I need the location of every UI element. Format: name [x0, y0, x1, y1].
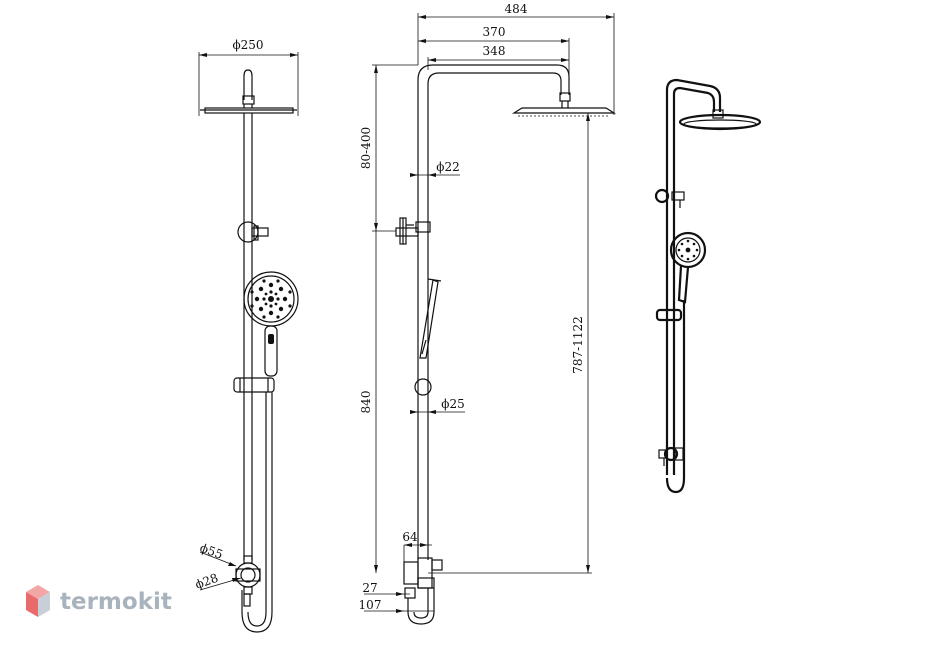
dim-arm-348: 348 [483, 44, 506, 58]
perspective-view [654, 78, 762, 494]
front-view: ϕ250 [193, 38, 299, 633]
termokit-logo: termokit [26, 585, 172, 617]
dim-mixer-diameter-28: ϕ28 [193, 571, 220, 592]
dim-27: 27 [362, 581, 377, 595]
dim-height-840: 840 [359, 391, 373, 414]
dim-mixer-diameter-55: ϕ55 [198, 541, 225, 562]
dim-head-diameter: ϕ250 [232, 38, 263, 52]
dim-107: 107 [359, 598, 382, 612]
dim-pipe-diameter-25: ϕ25 [441, 397, 464, 411]
dim-height-80-400: 80-400 [359, 127, 373, 169]
watermark-text: termokit [60, 589, 172, 615]
side-view: 484 370 348 80-400 ϕ22 [359, 2, 617, 625]
dim-height-787-1122: 787-1122 [571, 316, 585, 374]
dim-arm-370: 370 [483, 25, 506, 39]
dim-width-total: 484 [505, 2, 528, 16]
dim-64: 64 [402, 530, 418, 544]
dim-pipe-diameter-22: ϕ22 [436, 160, 459, 174]
